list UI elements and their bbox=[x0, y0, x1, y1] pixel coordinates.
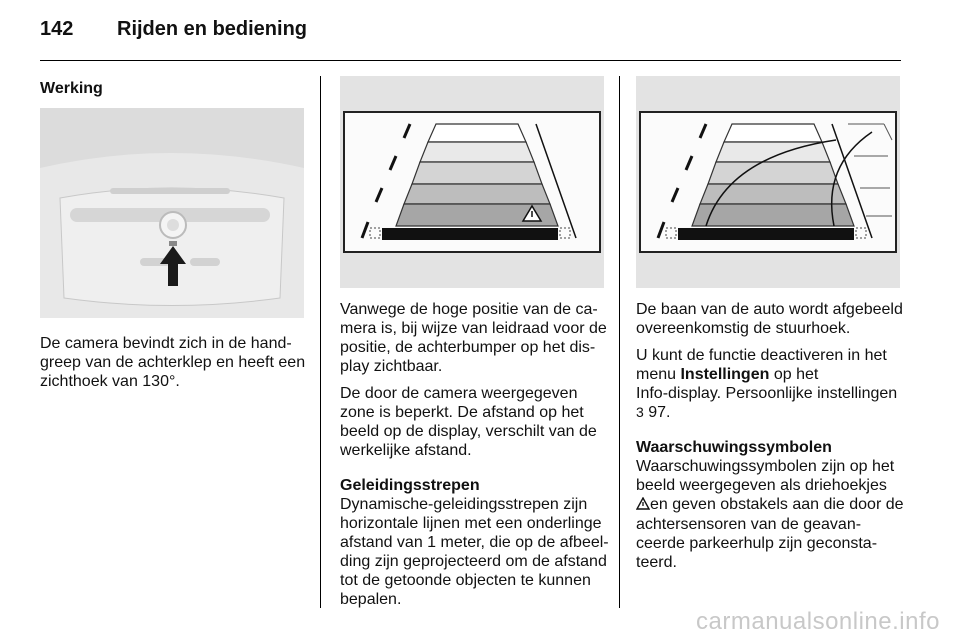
text-line: De baan van de auto wordt afgebeeld bbox=[636, 301, 903, 318]
figure-trajectory-display bbox=[636, 76, 900, 288]
text-line: ding zijn geprojecteerd om de afstand bbox=[340, 553, 607, 570]
text-line: overeenkomstig de stuurhoek. bbox=[636, 320, 851, 337]
text-line: Dynamische-geleidingsstrepen zijn bbox=[340, 496, 588, 513]
text-line: Info-display. Persoonlijke instellingen bbox=[636, 385, 898, 402]
guidelines-text: Vanwege de hoge positie van de ca- mera … bbox=[340, 300, 610, 617]
page-title: Rijden en bediening bbox=[117, 18, 308, 40]
text-fragment: menu bbox=[636, 366, 681, 383]
figure-tailgate-camera bbox=[40, 108, 304, 318]
page-number: 142 bbox=[40, 18, 74, 40]
paragraph: U kunt de functie deactiveren in het men… bbox=[636, 346, 906, 422]
text-line: horizontale lijnen met een onderlinge bbox=[340, 515, 602, 532]
watermark-text: carmanualsonline.info bbox=[696, 608, 940, 635]
warning-triangle-icon bbox=[635, 496, 651, 515]
page-reference: 97. bbox=[643, 404, 671, 421]
paragraph: De door de camera weergegeven zone is be… bbox=[340, 384, 610, 460]
text-line: mera is, bij wijze van leidraad voor de bbox=[340, 320, 607, 337]
text-fragment: en geven obstakels aan die door de bbox=[650, 496, 904, 513]
text-line: werkelijke afstand. bbox=[340, 442, 472, 459]
text-line: De camera bevindt zich in de hand- bbox=[40, 335, 292, 352]
text-line: teerd. bbox=[636, 554, 677, 571]
trajectory-text: De baan van de auto wordt afgebeeld over… bbox=[635, 300, 906, 580]
figure-guidelines-display bbox=[340, 76, 604, 288]
column-divider-2 bbox=[619, 76, 620, 608]
text-line: De door de camera weergegeven bbox=[340, 385, 578, 402]
text-line: bepalen. bbox=[340, 591, 402, 608]
werking-text: De camera bevindt zich in de hand- greep… bbox=[40, 334, 310, 391]
header-divider bbox=[40, 60, 901, 61]
text-line: beeld op de display, verschilt van de bbox=[340, 423, 597, 440]
text-line: tot de getoonde objecten te kunnen bbox=[340, 572, 591, 589]
paragraph: Vanwege de hoge positie van de ca- mera … bbox=[340, 300, 610, 376]
text-line: zichthoek van 130°. bbox=[40, 373, 180, 390]
text-line: Vanwege de hoge positie van de ca- bbox=[340, 301, 598, 318]
page-reference-icon: 3 bbox=[636, 404, 644, 420]
column-divider-1 bbox=[320, 76, 321, 608]
paragraph: De baan van de auto wordt afgebeeld over… bbox=[636, 300, 906, 338]
text-line: zone is beperkt. De afstand op het bbox=[340, 404, 584, 421]
text-line: positie, de achterbumper op het dis- bbox=[340, 339, 596, 356]
text-line: afstand van 1 meter, die op de afbeel- bbox=[340, 534, 609, 551]
menu-name-instellingen: Instellingen bbox=[680, 366, 770, 383]
section-heading-werking: Werking bbox=[40, 80, 103, 97]
paragraph: Dynamische-geleidingsstrepen zijn horizo… bbox=[340, 495, 610, 609]
text-line: play zichtbaar. bbox=[340, 358, 443, 375]
section-heading-geleidingsstrepen: Geleidingsstrepen bbox=[340, 477, 480, 494]
text-line: achtersensoren van de geavan- bbox=[636, 516, 862, 533]
text-line: Waarschuwingssymbolen zijn op het bbox=[636, 458, 895, 475]
text-line: beeld weergegeven als driehoekjes bbox=[636, 477, 887, 494]
text-line: ceerde parkeerhulp zijn geconsta- bbox=[636, 535, 878, 552]
text-line: U kunt de functie deactiveren in het bbox=[636, 347, 887, 364]
paragraph: Waarschuwingssymbolen zijn op het beeld … bbox=[635, 457, 906, 572]
text-line: greep van de achterklep en heeft een bbox=[40, 354, 306, 371]
text-fragment: op het bbox=[769, 366, 819, 383]
section-heading-waarschuwingssymbolen: Waarschuwingssymbolen bbox=[636, 439, 832, 456]
